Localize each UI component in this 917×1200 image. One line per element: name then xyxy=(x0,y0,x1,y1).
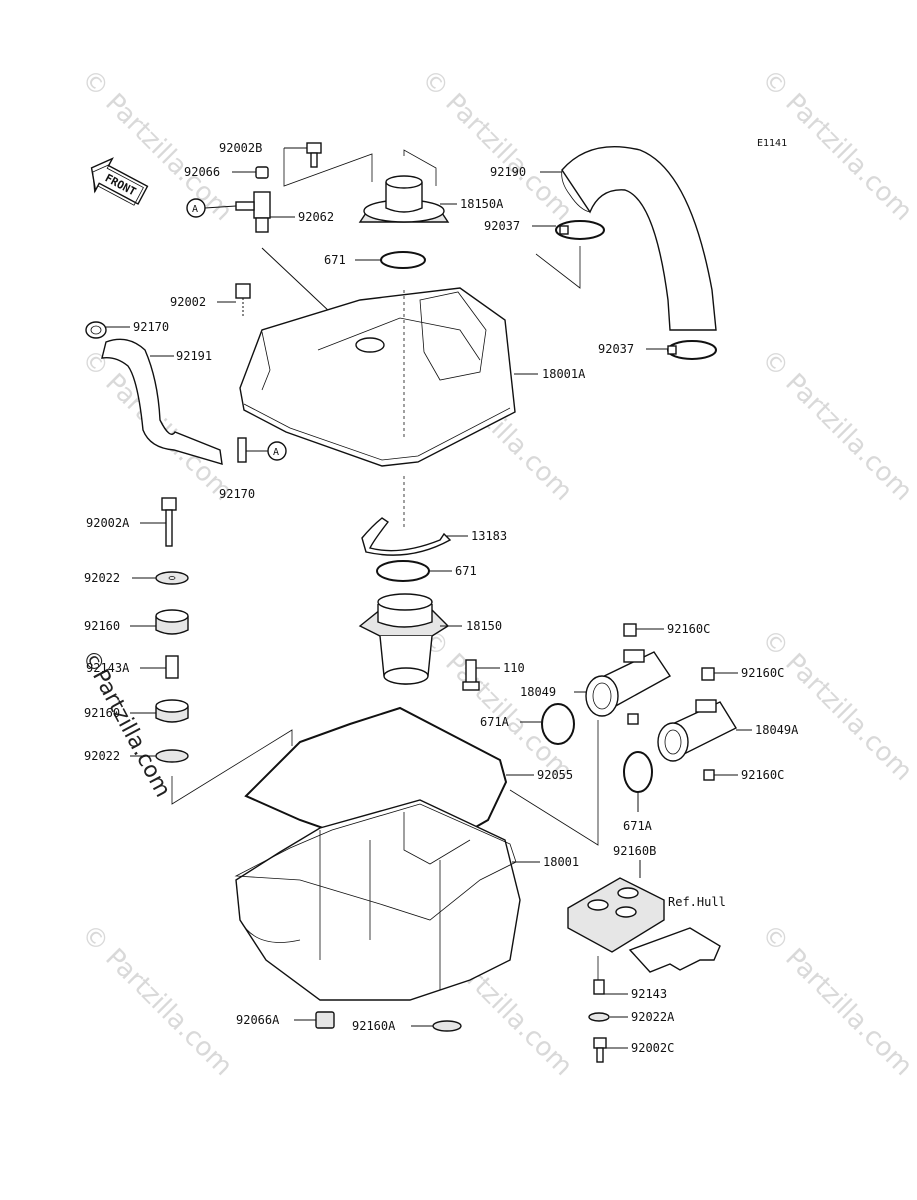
part-label: 92143A xyxy=(86,661,130,675)
part-label: 92002A xyxy=(86,516,130,530)
hose-92191 xyxy=(101,338,223,465)
flange-18150a xyxy=(283,148,457,223)
front-arrow-icon: FRONT xyxy=(90,157,149,206)
part-label: 92190 xyxy=(490,165,526,179)
grommet-92160-top xyxy=(130,609,189,635)
part-label: 18001 xyxy=(543,855,579,869)
watermark: © Partzilla.com xyxy=(75,64,238,227)
part-label: 18049A xyxy=(755,723,799,737)
watermark: © Partzilla.com xyxy=(755,919,917,1082)
part-label: 92022 xyxy=(84,749,120,763)
part-label: 92143 xyxy=(631,987,667,1001)
callout-a-label: A xyxy=(273,447,279,458)
cap-92160c-sq xyxy=(627,713,639,725)
part-label: 110 xyxy=(503,661,525,675)
part-label: 92062 xyxy=(298,210,334,224)
part-label: 92022A xyxy=(631,1010,675,1024)
part-label: 18049 xyxy=(520,685,556,699)
ref-hull-note: Ref.Hull xyxy=(668,895,726,909)
callout-a-top: A xyxy=(186,198,237,218)
part-label: 92170 xyxy=(219,487,255,501)
part-label: 18001A xyxy=(542,367,586,381)
part-label: 92022 xyxy=(84,571,120,585)
bolt-92002c xyxy=(593,1037,628,1063)
part-label: 92160C xyxy=(667,622,710,636)
part-label: 92160 xyxy=(84,619,120,633)
part-label: 13183 xyxy=(471,529,507,543)
washer-92022-bottom xyxy=(130,729,293,805)
cap-92160c-1 xyxy=(623,623,664,637)
hull-bracket: Ref.Hull xyxy=(628,895,726,973)
clamp-92170-top xyxy=(85,321,130,339)
clamp-92037-top xyxy=(532,220,605,289)
hose-92190 xyxy=(540,146,717,331)
oring-671-top xyxy=(355,251,426,269)
bracket-13183 xyxy=(361,476,468,556)
grommet-92160-bottom xyxy=(130,699,189,723)
bolt-110 xyxy=(462,659,500,691)
part-label: 92037 xyxy=(598,342,634,356)
clamp-92037-bottom xyxy=(646,340,717,360)
part-label: 92002 xyxy=(170,295,206,309)
tube-18049a xyxy=(657,699,752,762)
part-label: 18150 xyxy=(466,619,502,633)
tube-18049 xyxy=(574,649,672,717)
part-label: 671A xyxy=(480,715,510,729)
part-label: 671 xyxy=(324,253,346,267)
part-label: 671 xyxy=(455,564,477,578)
part-label: 92002C xyxy=(631,1041,674,1055)
cap-92160c-3 xyxy=(703,769,738,781)
part-labels: 92002B 92066 92062 18150A 92190 92037 67… xyxy=(84,141,799,1055)
oring-671a-right xyxy=(623,751,653,812)
part-label: 92037 xyxy=(484,219,520,233)
oring-671a-left xyxy=(509,703,599,846)
washer-92160a xyxy=(411,1020,462,1032)
holder-92160b xyxy=(567,860,665,953)
bolt-92002b xyxy=(284,142,322,168)
plug-92066a xyxy=(294,1011,335,1029)
part-label: 92002B xyxy=(219,141,262,155)
part-label: 92160B xyxy=(613,844,656,858)
collar-92143 xyxy=(593,956,628,995)
oring-671-middle xyxy=(376,560,452,582)
part-label: 92170 xyxy=(133,320,169,334)
part-label: 671A xyxy=(623,819,653,833)
part-label: 92055 xyxy=(537,768,573,782)
box-18001 xyxy=(234,799,540,1001)
part-label: 92160 xyxy=(84,706,120,720)
washer-92022a xyxy=(588,1012,628,1022)
part-label: 18150A xyxy=(460,197,504,211)
bolt-92002 xyxy=(217,283,251,316)
part-label: 92191 xyxy=(176,349,212,363)
callout-a-label: A xyxy=(192,204,198,215)
part-label: 92160C xyxy=(741,666,784,680)
part-label: 92160A xyxy=(352,1019,396,1033)
bolt-92002a xyxy=(140,497,177,547)
watermark: © Partzilla.com xyxy=(75,919,238,1082)
watermark: © Partzilla.com xyxy=(755,344,917,507)
duct-18150 xyxy=(358,593,462,685)
part-label: 92066 xyxy=(184,165,220,179)
watermark: © Partzilla.com xyxy=(755,624,917,787)
part-label: 92066A xyxy=(236,1013,280,1027)
cap-92160c-2 xyxy=(701,667,738,681)
washer-92022-top xyxy=(132,571,189,585)
cap-92066 xyxy=(232,166,269,179)
collar-92143a xyxy=(140,655,179,679)
cover-18001a xyxy=(239,287,538,467)
fitting-92170-bottom: A xyxy=(237,437,287,463)
diagram-code: E1141 xyxy=(757,138,787,149)
part-label: 92160C xyxy=(741,768,784,782)
